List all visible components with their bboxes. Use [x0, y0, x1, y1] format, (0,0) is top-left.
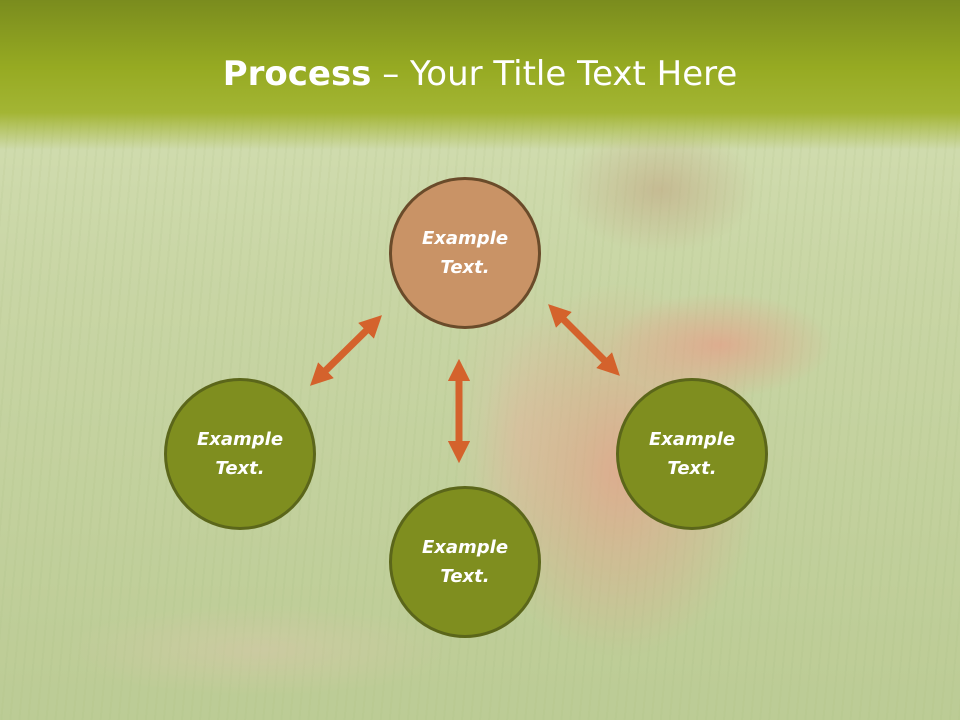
- node-left: Example Text.: [164, 378, 316, 530]
- slide-title: Process – Your Title Text Here: [0, 52, 960, 96]
- node-left-label: Example Text.: [196, 429, 284, 479]
- node-right-label: Example Text.: [648, 429, 736, 479]
- title-bar: [0, 0, 960, 150]
- title-bold-part: Process: [222, 54, 372, 94]
- node-right: Example Text.: [616, 378, 768, 530]
- node-top: Example Text.: [389, 177, 541, 329]
- title-rest-part: – Your Title Text Here: [371, 54, 738, 94]
- node-bottom: Example Text.: [389, 486, 541, 638]
- arrow-top-right: [548, 304, 620, 376]
- node-bottom-label: Example Text.: [421, 537, 509, 587]
- arrow-top-left: [310, 315, 382, 386]
- node-top-label: Example Text.: [421, 228, 509, 278]
